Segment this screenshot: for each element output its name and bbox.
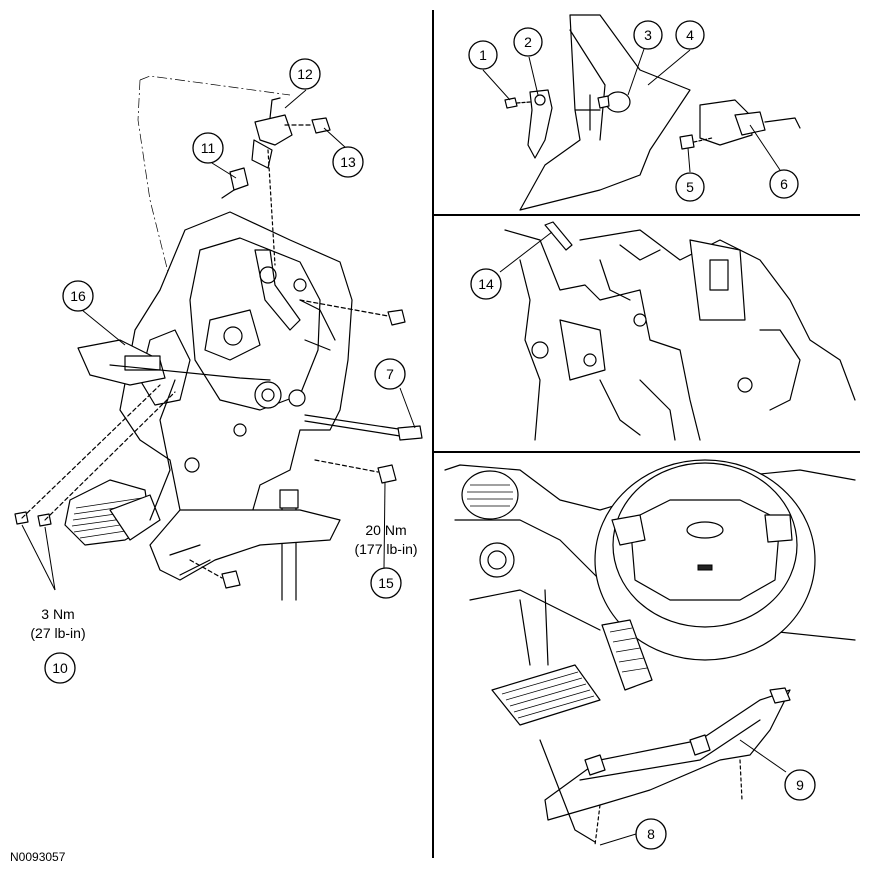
callout-12-label: 12 bbox=[297, 66, 313, 82]
callout-3: 3 bbox=[633, 20, 663, 50]
torque-15-metric: 20 Nm bbox=[365, 522, 406, 538]
callout-16-label: 16 bbox=[70, 288, 86, 304]
callout-9-label: 9 bbox=[796, 777, 804, 793]
callout-1-label: 1 bbox=[479, 47, 487, 63]
callout-10: 10 bbox=[44, 652, 76, 684]
callout-5-label: 5 bbox=[686, 179, 694, 195]
callout-15-label: 15 bbox=[378, 575, 394, 591]
callout-15: 15 bbox=[370, 567, 402, 599]
callout-3-label: 3 bbox=[644, 27, 652, 43]
torque-15-imperial: (177 lb-in) bbox=[354, 541, 417, 557]
callout-12: 12 bbox=[289, 58, 321, 90]
panel-dividers bbox=[432, 10, 860, 858]
brake-pedal-bracket-illustration bbox=[14, 75, 423, 601]
steering-column-detail-illustration bbox=[504, 14, 801, 211]
under-dash-wiring-illustration bbox=[504, 221, 856, 441]
callout-7: 7 bbox=[374, 358, 406, 390]
callout-16: 16 bbox=[62, 280, 94, 312]
callout-8-label: 8 bbox=[647, 826, 655, 842]
callout-13-label: 13 bbox=[340, 154, 356, 170]
torque-spec-item-15: 20 Nm (177 lb-in) bbox=[354, 522, 417, 557]
instrument-panel-steering-wheel-illustration bbox=[444, 459, 856, 846]
torque-10-imperial: (27 lb-in) bbox=[30, 625, 85, 641]
callouts: 1 2 3 4 5 6 7 8 9 10 11 12 13 14 15 16 bbox=[44, 20, 816, 850]
callout-5: 5 bbox=[675, 172, 705, 202]
brake-pedal-ribs bbox=[501, 671, 595, 719]
callout-9: 9 bbox=[784, 769, 816, 801]
callout-14-label: 14 bbox=[478, 276, 494, 292]
callout-10-label: 10 bbox=[52, 660, 68, 676]
callout-11-label: 11 bbox=[201, 140, 216, 156]
torque-10-metric: 3 Nm bbox=[41, 606, 74, 622]
callout-leaders bbox=[21, 48, 787, 846]
callout-4-label: 4 bbox=[686, 27, 694, 43]
callout-6-label: 6 bbox=[780, 176, 788, 192]
callout-11: 11 bbox=[192, 132, 224, 164]
reference-code: N0093057 bbox=[10, 850, 66, 864]
accelerator-pedal-ribs bbox=[609, 627, 648, 673]
callout-2-label: 2 bbox=[524, 34, 532, 50]
callout-13: 13 bbox=[332, 146, 364, 178]
callout-14: 14 bbox=[470, 268, 502, 300]
callout-8: 8 bbox=[635, 818, 667, 850]
callout-4: 4 bbox=[675, 20, 705, 50]
callout-1: 1 bbox=[468, 40, 498, 70]
vent-louvers bbox=[467, 484, 513, 507]
callout-2: 2 bbox=[513, 27, 543, 57]
torque-spec-item-10: 3 Nm (27 lb-in) bbox=[30, 606, 85, 641]
callout-7-label: 7 bbox=[386, 366, 394, 382]
callout-6: 6 bbox=[769, 169, 799, 199]
